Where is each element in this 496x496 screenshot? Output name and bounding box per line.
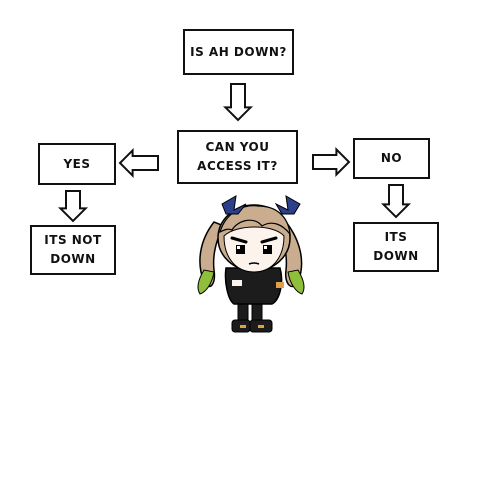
node-is-ah-down: IS AH DOWN? xyxy=(183,29,294,75)
node-its-down-line1: ITS xyxy=(384,230,408,244)
node-can-you-access-it-line1: CAN YOU xyxy=(205,140,270,154)
arrow-access-to-no xyxy=(312,146,351,178)
arrow-no-to-down xyxy=(380,184,412,219)
node-can-you-access-it-line2: ACCESS IT? xyxy=(197,159,278,173)
node-its-not-down: ITS NOT DOWN xyxy=(30,225,116,275)
node-its-not-down-line2: DOWN xyxy=(50,252,96,266)
node-can-you-access-it: CAN YOU ACCESS IT? xyxy=(177,130,298,184)
node-its-down-line2: DOWN xyxy=(373,249,419,263)
node-yes-label: YES xyxy=(63,156,91,171)
node-no: NO xyxy=(353,138,430,179)
arrow-access-to-yes xyxy=(118,147,159,179)
node-is-ah-down-label: IS AH DOWN? xyxy=(190,44,287,59)
node-no-label: NO xyxy=(380,151,403,165)
arrows-layer xyxy=(57,83,412,223)
node-its-not-down-line1: ITS NOT xyxy=(44,233,102,247)
node-its-down: ITS DOWN xyxy=(353,222,439,272)
chibi-character-sprite xyxy=(197,195,305,333)
arrow-yes-to-not-down xyxy=(57,190,89,223)
node-yes: YES xyxy=(38,143,116,185)
arrow-question-to-access xyxy=(222,83,254,122)
